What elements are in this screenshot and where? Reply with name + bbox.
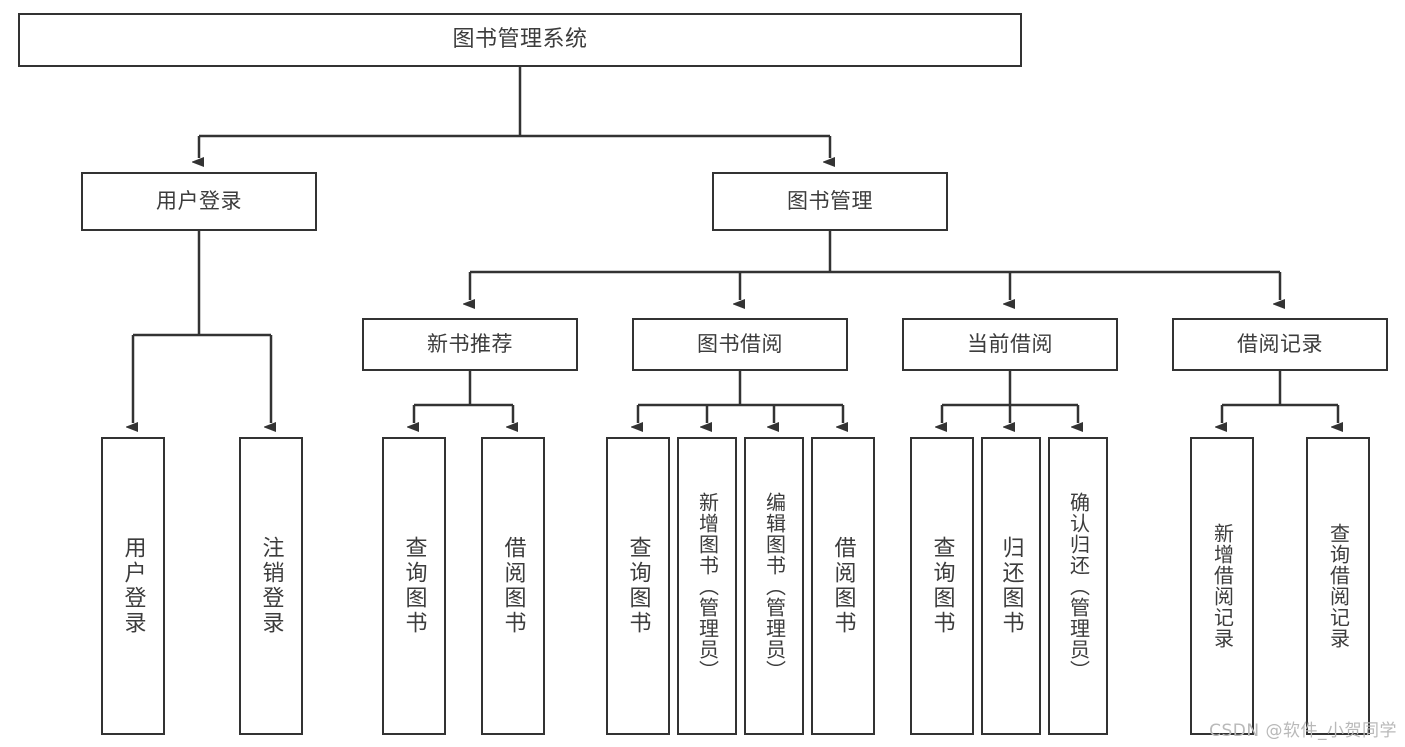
leaf-new-book-query-book[interactable]: 查询图书 bbox=[382, 437, 446, 735]
node-label: 查询图书 bbox=[625, 536, 651, 636]
leaf-new-book-borrow-book[interactable]: 借阅图书 bbox=[481, 437, 545, 735]
node-label: 借阅记录 bbox=[1237, 332, 1323, 357]
node-label: 查询图书 bbox=[401, 536, 427, 636]
node-label: 当前借阅 bbox=[967, 332, 1053, 357]
node-label: 新增图书（管理员） bbox=[695, 491, 720, 681]
node-label: 用户登录 bbox=[156, 189, 242, 214]
leaf-book-borrow-edit-book-admin[interactable]: 编辑图书（管理员） bbox=[744, 437, 804, 735]
node-label: 查询借阅记录 bbox=[1326, 523, 1351, 649]
node-label: 新书推荐 bbox=[427, 332, 513, 357]
leaf-user-login-logout[interactable]: 注销登录 bbox=[239, 437, 303, 735]
leaf-borrow-record-query-record[interactable]: 查询借阅记录 bbox=[1306, 437, 1370, 735]
leaf-current-borrow-query-book[interactable]: 查询图书 bbox=[910, 437, 974, 735]
leaf-book-borrow-query-book[interactable]: 查询图书 bbox=[606, 437, 670, 735]
leaf-borrow-record-add-record[interactable]: 新增借阅记录 bbox=[1190, 437, 1254, 735]
leaf-current-borrow-confirm-return-admin[interactable]: 确认归还（管理员） bbox=[1048, 437, 1108, 735]
leaf-book-borrow-add-book-admin[interactable]: 新增图书（管理员） bbox=[677, 437, 737, 735]
node-label: 新增借阅记录 bbox=[1210, 523, 1235, 649]
node-label: 借阅图书 bbox=[500, 536, 526, 636]
node-book-management[interactable]: 图书管理 bbox=[712, 172, 948, 231]
leaf-current-borrow-return-book[interactable]: 归还图书 bbox=[981, 437, 1041, 735]
node-borrow-record[interactable]: 借阅记录 bbox=[1172, 318, 1388, 371]
node-label: 确认归还（管理员） bbox=[1066, 491, 1091, 681]
node-label: 图书管理 bbox=[787, 189, 873, 214]
node-label: 查询图书 bbox=[929, 536, 955, 636]
leaf-user-login-login[interactable]: 用户登录 bbox=[101, 437, 165, 735]
node-label: 归还图书 bbox=[998, 536, 1024, 636]
node-label: 图书管理系统 bbox=[452, 27, 588, 53]
csdn-watermark: CSDN @软件_小贺同学 bbox=[1209, 721, 1397, 741]
node-label: 借阅图书 bbox=[830, 536, 856, 636]
node-label: 编辑图书（管理员） bbox=[762, 491, 787, 681]
node-user-login[interactable]: 用户登录 bbox=[81, 172, 317, 231]
node-label: 图书借阅 bbox=[697, 332, 783, 357]
node-label: 用户登录 bbox=[120, 536, 146, 636]
node-label: 注销登录 bbox=[258, 536, 284, 636]
node-current-borrow[interactable]: 当前借阅 bbox=[902, 318, 1118, 371]
node-book-borrow[interactable]: 图书借阅 bbox=[632, 318, 848, 371]
node-root-book-management-system[interactable]: 图书管理系统 bbox=[18, 13, 1022, 67]
leaf-book-borrow-borrow-book[interactable]: 借阅图书 bbox=[811, 437, 875, 735]
node-new-book-recommend[interactable]: 新书推荐 bbox=[362, 318, 578, 371]
